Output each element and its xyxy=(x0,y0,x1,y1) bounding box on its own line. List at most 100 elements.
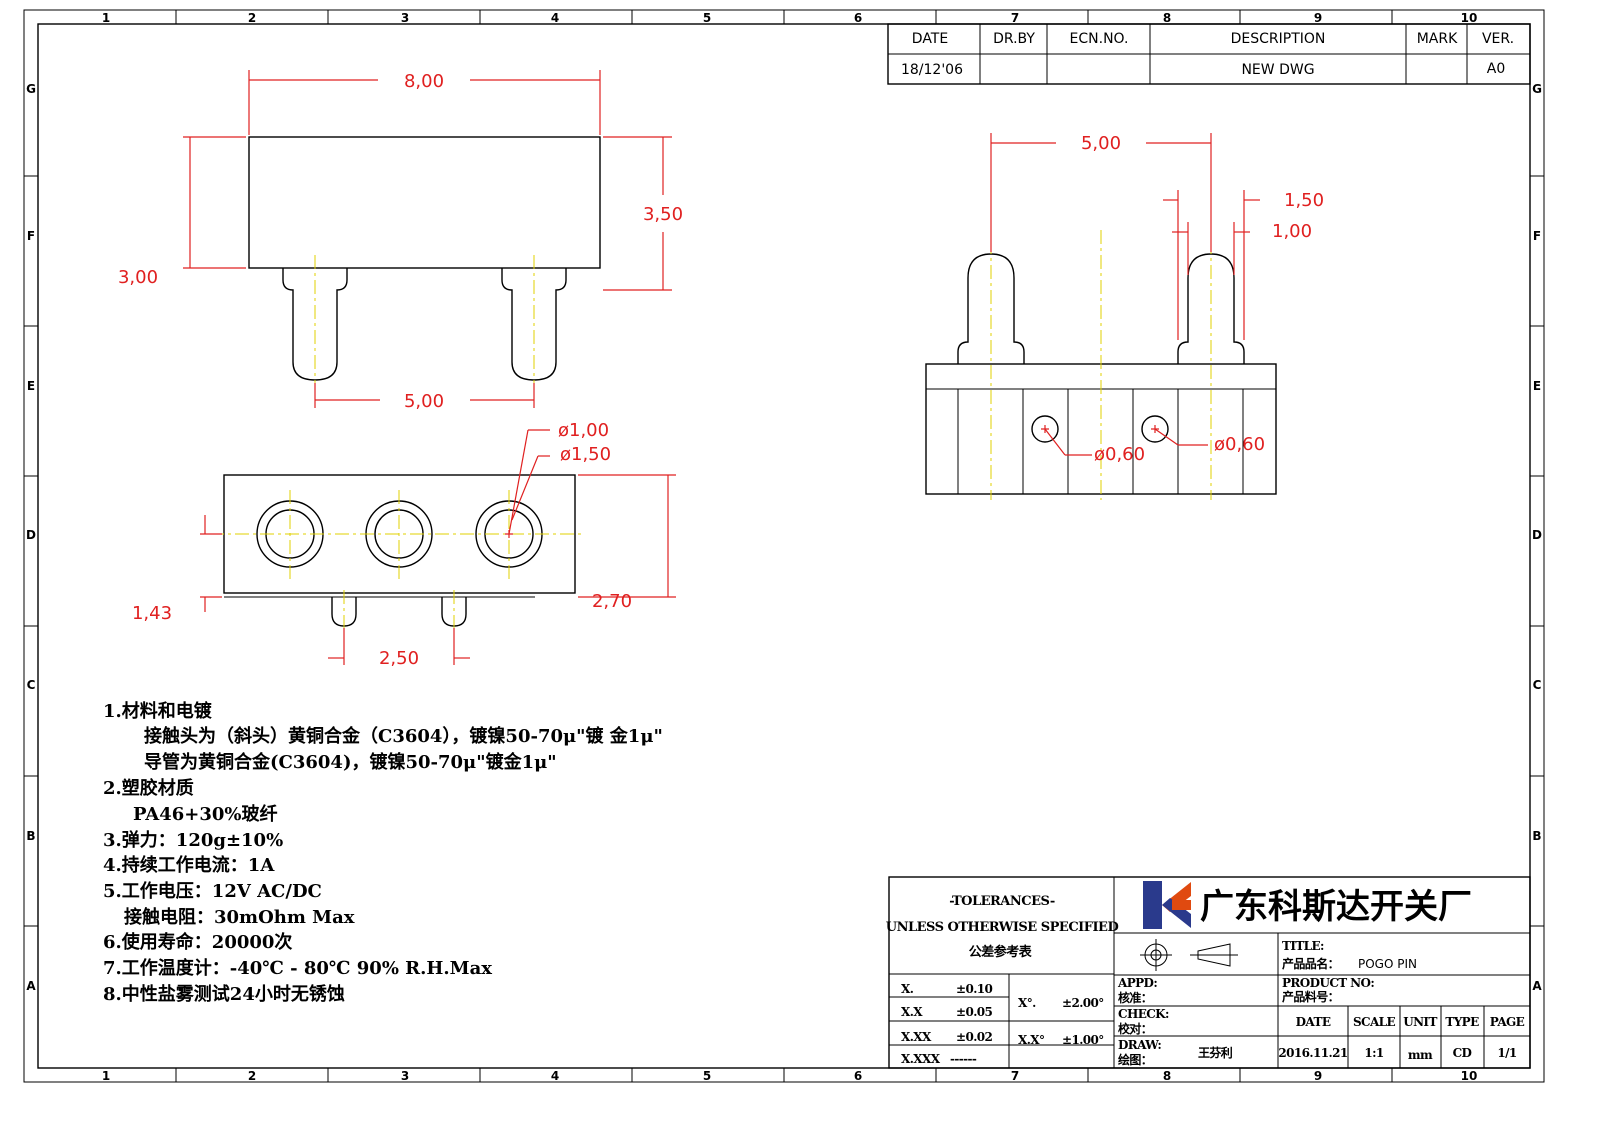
dim-body-height: 3,50 xyxy=(643,204,683,225)
dim-dia-outer: ø1,50 xyxy=(560,444,611,465)
drawer-name: 王芬利 xyxy=(1198,1045,1233,1060)
dim-tip-width: 1,00 xyxy=(1272,221,1312,242)
zone-column-label: 1 xyxy=(102,1069,110,1083)
appd-cn: 核准： xyxy=(1118,990,1152,1005)
zone-column-label: 4 xyxy=(551,11,559,25)
side-view: ø0,60 ø0,60 5,00 1,50 1,00 xyxy=(925,133,1324,500)
tol-key: X.XX xyxy=(901,1030,932,1044)
zone-column-label: 8 xyxy=(1163,11,1171,25)
angle-key: X.X° xyxy=(1018,1033,1044,1047)
note-line: 接触电阻：30mOhm Max xyxy=(124,906,355,928)
dim-hole-b: ø0,60 xyxy=(1214,434,1265,455)
zone-column-label: 5 xyxy=(703,1069,711,1083)
angle-value: ±1.00° xyxy=(1062,1033,1104,1047)
tol-value: ------ xyxy=(950,1052,977,1066)
note-line: 8.中性盐雾测试24小时无锈蚀 xyxy=(103,983,345,1005)
dim-collar-width: 1,50 xyxy=(1284,190,1324,211)
zone-column-label: 3 xyxy=(401,1069,409,1083)
draw-cn: 绘图： xyxy=(1118,1052,1152,1067)
rev-header-mark: MARK xyxy=(1417,31,1458,47)
dim-leg-pitch: 2,50 xyxy=(379,648,419,669)
zone-row-label: F xyxy=(1533,229,1541,243)
tol-value: ±0.02 xyxy=(956,1030,993,1044)
zone-column-label: 7 xyxy=(1011,11,1019,25)
zone-row-label: D xyxy=(26,528,36,542)
zone-row-label: A xyxy=(1532,979,1542,993)
zone-column-label: 8 xyxy=(1163,1069,1171,1083)
zone-row-label: E xyxy=(27,379,35,393)
zone-row-label: F xyxy=(27,229,35,243)
zone-column-label: 3 xyxy=(401,11,409,25)
draw-label: DRAW: xyxy=(1118,1038,1161,1052)
zone-row-label: G xyxy=(1532,82,1542,96)
rev-ver-value: A0 xyxy=(1487,61,1505,77)
note-line: 导管为黄铜合金(C3604)，镀镍50-70μ"镀金1μ" xyxy=(144,751,557,773)
zone-column-label: 6 xyxy=(854,1069,862,1083)
revision-table: DATE DR.BY ECN.NO. DESCRIPTION MARK VER.… xyxy=(887,23,1531,85)
zone-column-label: 10 xyxy=(1461,11,1478,25)
zone-column-label: 5 xyxy=(703,11,711,25)
note-line: 接触头为（斜头）黄铜合金（C3604），镀镍50-70μ"镀 金1μ" xyxy=(144,725,663,747)
zone-row-label: C xyxy=(1533,678,1542,692)
meta-value-date: 2016.11.21 xyxy=(1278,1046,1347,1060)
note-line: 5.工作电压：12V AC/DC xyxy=(103,880,322,902)
meta-header-type: TYPE xyxy=(1445,1015,1479,1029)
tol-key: X.X xyxy=(901,1005,923,1019)
meta-value-type: CD xyxy=(1453,1046,1472,1060)
rev-description-value: NEW DWG xyxy=(1241,62,1314,78)
zone-row-label: A xyxy=(26,979,36,993)
check-label: CHECK: xyxy=(1118,1007,1169,1021)
product-no-label: PRODUCT NO: xyxy=(1282,976,1374,990)
zone-row-label: B xyxy=(1532,829,1541,843)
meta-value-unit: mm xyxy=(1408,1048,1433,1062)
zone-row-label: G xyxy=(26,82,36,96)
meta-header-page: PAGE xyxy=(1490,1015,1525,1029)
tol-key: X.XXX xyxy=(901,1052,941,1066)
rev-header-description: DESCRIPTION xyxy=(1231,31,1326,47)
dim-width: 8,00 xyxy=(404,71,444,92)
tolerances-subtitle: UNLESS OTHERWISE SPECIFIED xyxy=(886,920,1119,935)
dim-side-pitch: 5,00 xyxy=(1081,133,1121,154)
note-line: 1.材料和电镀 xyxy=(103,700,213,722)
rev-date-value: 18/12'06 xyxy=(901,62,963,78)
rev-header-ecn: ECN.NO. xyxy=(1070,31,1129,47)
top-view: ø1,00 ø1,50 2,70 1,43 2,50 xyxy=(132,420,676,669)
zone-column-label: 6 xyxy=(854,11,862,25)
tol-value: ±0.10 xyxy=(956,982,993,996)
note-line: 3.弹力：120g±10% xyxy=(103,829,283,851)
dim-side-right: 2,70 xyxy=(592,591,632,612)
projection-symbol-icon xyxy=(1140,939,1238,971)
meta-value-page: 1/1 xyxy=(1497,1046,1517,1060)
zone-row-label: E xyxy=(1533,379,1541,393)
zone-row-label: D xyxy=(1532,528,1542,542)
meta-header-scale: SCALE xyxy=(1353,1015,1396,1029)
dim-left-height: 3,00 xyxy=(118,267,158,288)
tolerances-title: -TOLERANCES- xyxy=(949,894,1055,909)
angle-value: ±2.00° xyxy=(1062,996,1104,1010)
dim-hole-a: ø0,60 xyxy=(1094,444,1145,465)
note-line: 7.工作温度计：-40℃ - 80℃ 90% R.H.Max xyxy=(103,957,492,979)
note-line: 6.使用寿命：20000次 xyxy=(103,931,292,953)
zone-column-label: 1 xyxy=(102,11,110,25)
tol-key: X. xyxy=(901,982,914,996)
note-line: 2.塑胶材质 xyxy=(103,777,194,799)
company-name: 广东科斯达开关厂 xyxy=(1200,887,1472,927)
zone-column-label: 4 xyxy=(551,1069,559,1083)
product-no-cn: 产品料号： xyxy=(1282,989,1339,1004)
zone-column-label: 2 xyxy=(248,1069,256,1083)
zone-row-label: C xyxy=(27,678,36,692)
title-block: -TOLERANCES- UNLESS OTHERWISE SPECIFIED … xyxy=(886,876,1531,1069)
zone-column-label: 9 xyxy=(1314,11,1322,25)
meta-header-unit: UNIT xyxy=(1403,1015,1437,1029)
company-logo xyxy=(1143,881,1191,929)
tolerances-cn: 公差参考表 xyxy=(969,944,1033,960)
dim-dia-inner: ø1,00 xyxy=(558,420,609,441)
zone-column-label: 7 xyxy=(1011,1069,1019,1083)
product-name-value: POGO PIN xyxy=(1358,957,1417,971)
rev-header-ver: VER. xyxy=(1482,31,1514,47)
zone-column-label: 2 xyxy=(248,11,256,25)
angle-key: X°. xyxy=(1018,996,1036,1010)
meta-value-scale: 1:1 xyxy=(1364,1046,1384,1060)
